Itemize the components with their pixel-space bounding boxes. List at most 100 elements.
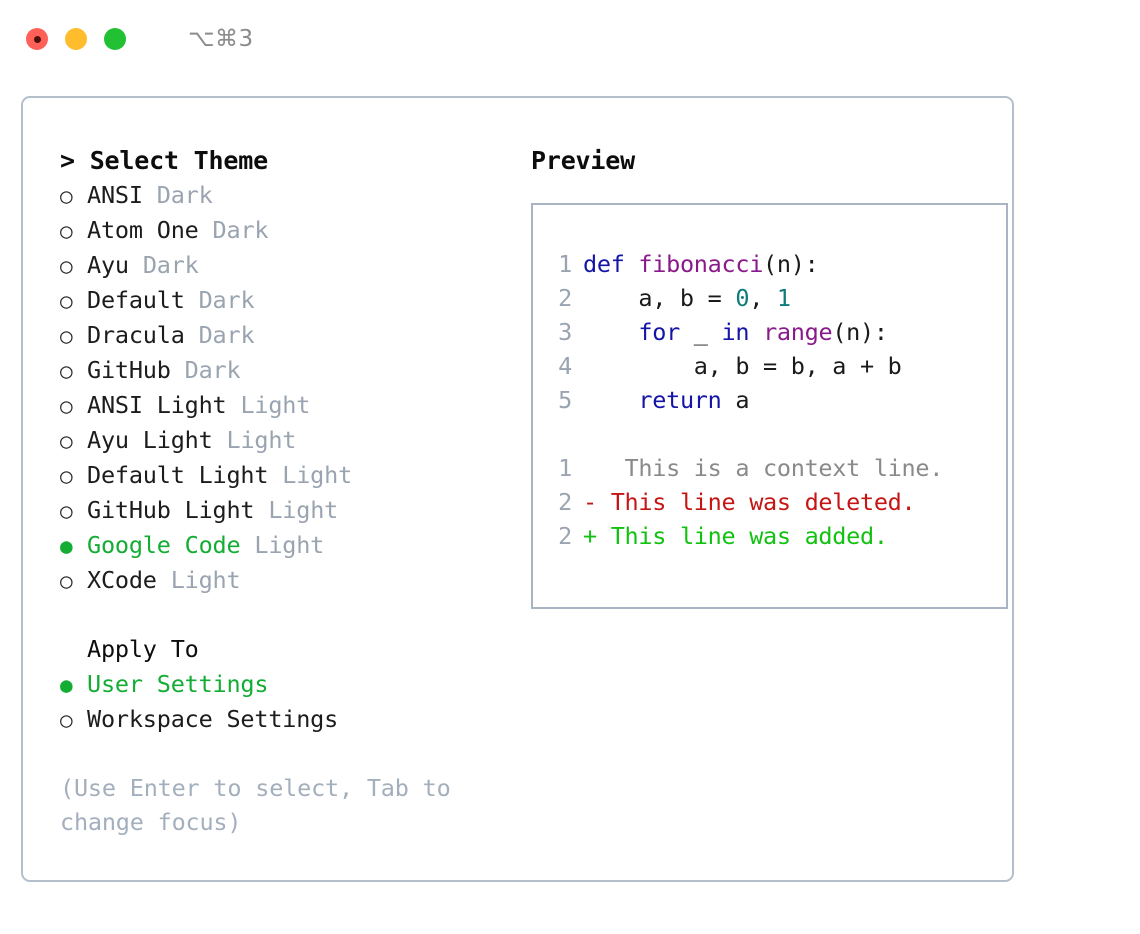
diff-line-context: 1 This is a context line. [551, 451, 1006, 485]
theme-option-list: ○ ANSI Dark ○ Atom One Dark ○ Ayu [60, 178, 507, 598]
theme-option-xcode[interactable]: ○ XCode Light [60, 563, 507, 598]
token-plain: a, b = [583, 284, 736, 312]
radio-unselected-icon: ○ [60, 324, 73, 348]
radio-unselected-icon: ○ [60, 429, 73, 453]
code-blank-line [551, 417, 1006, 451]
line-number: 1 [558, 454, 572, 482]
theme-option-ayu[interactable]: ○ Ayu Dark [60, 248, 507, 283]
token-function: fibonacci [638, 250, 764, 278]
hint-spacer [60, 737, 507, 771]
theme-selector-column: > Select Theme ○ ANSI Dark ○ Atom One Da… [37, 144, 507, 880]
diff-text: This line was deleted. [596, 488, 916, 516]
code-content: return a [583, 383, 749, 417]
line-number: 2 [558, 488, 572, 516]
token-keyword: def [583, 250, 639, 278]
radio-selected-icon: ● [60, 673, 73, 697]
apply-to-option-list: ● User Settings ○ Workspace Settings [60, 667, 507, 737]
theme-option-kind: Light [268, 496, 339, 524]
theme-option-label: Dracula [87, 321, 185, 349]
theme-option-github-light[interactable]: ○ GitHub Light Light [60, 493, 507, 528]
token-plain: _ [679, 318, 722, 346]
select-theme-heading: > Select Theme [60, 146, 268, 175]
theme-option-ansi-light[interactable]: ○ ANSI Light Light [60, 388, 507, 423]
code-content: for _ in range(n): [583, 315, 888, 349]
theme-option-label: ANSI Light [87, 391, 227, 419]
code-line: 3 for _ in range(n): [551, 315, 1006, 349]
radio-unselected-icon: ○ [60, 394, 73, 418]
token-plain [583, 318, 638, 346]
radio-unselected-icon: ○ [60, 254, 73, 278]
apply-option-label: Workspace Settings [87, 705, 339, 733]
diff-line-added: 2 + This line was added. [551, 519, 1006, 553]
code-preview-box: 1 def fibonacci(n): 2 a, b = 0, 1 3 for … [531, 203, 1008, 609]
line-number: 3 [558, 318, 572, 346]
code-line: 4 a, b = b, a + b [551, 349, 1006, 383]
radio-unselected-icon: ○ [60, 464, 73, 488]
line-number: 4 [558, 352, 572, 380]
theme-option-kind: Light [226, 426, 297, 454]
theme-option-kind: Dark [198, 286, 255, 314]
theme-option-label: Atom One [87, 216, 199, 244]
apply-option-workspace-settings[interactable]: ○ Workspace Settings [60, 702, 507, 737]
apply-option-label: User Settings [87, 670, 269, 698]
radio-unselected-icon: ○ [60, 708, 73, 732]
apply-option-user-settings[interactable]: ● User Settings [60, 667, 507, 702]
theme-option-dracula[interactable]: ○ Dracula Dark [60, 318, 507, 353]
radio-unselected-icon: ○ [60, 499, 73, 523]
apply-to-label: Apply To [87, 635, 199, 663]
traffic-light-group [26, 28, 126, 50]
code-line: 5 return a [551, 383, 1006, 417]
theme-option-default-light[interactable]: ○ Default Light Light [60, 458, 507, 493]
theme-option-kind: Light [254, 531, 325, 559]
keyboard-shortcut-label: ⌥⌘3 [188, 26, 254, 52]
code-content: def fibonacci(n): [583, 247, 819, 281]
diff-line-deleted: 2 - This line was deleted. [551, 485, 1006, 519]
preview-heading: Preview [531, 146, 635, 175]
keyboard-hint-text: (Use Enter to select, Tab to change focu… [60, 774, 451, 836]
token-keyword: for [638, 318, 680, 346]
line-number: 1 [558, 250, 572, 278]
line-number: 2 [558, 522, 572, 550]
diff-marker [583, 451, 597, 485]
token-function: range [763, 318, 833, 346]
token-number: 1 [776, 284, 791, 312]
theme-option-kind: Light [282, 461, 353, 489]
token-number: 0 [735, 284, 750, 312]
maximize-button[interactable] [104, 28, 126, 50]
radio-unselected-icon: ○ [60, 359, 73, 383]
title-bar: ⌥⌘3 [0, 0, 1140, 78]
close-button[interactable] [26, 28, 48, 50]
theme-option-default[interactable]: ○ Default Dark [60, 283, 507, 318]
theme-option-google-code[interactable]: ● Google Code Light [60, 528, 507, 563]
code-line: 2 a, b = 0, 1 [551, 281, 1006, 315]
radio-unselected-icon: ○ [60, 569, 73, 593]
theme-option-kind: Dark [212, 216, 269, 244]
theme-option-atom-one[interactable]: ○ Atom One Dark [60, 213, 507, 248]
code-line: 1 def fibonacci(n): [551, 247, 1006, 281]
radio-unselected-icon: ○ [60, 289, 73, 313]
code-content: a, b = 0, 1 [583, 281, 791, 315]
theme-option-ansi[interactable]: ○ ANSI Dark [60, 178, 507, 213]
theme-option-kind: Light [240, 391, 311, 419]
minimize-button[interactable] [65, 28, 87, 50]
theme-option-kind: Dark [142, 251, 199, 279]
content-panel: > Select Theme ○ ANSI Dark ○ Atom One Da… [21, 96, 1014, 882]
theme-option-ayu-light[interactable]: ○ Ayu Light Light [60, 423, 507, 458]
diff-marker: - [583, 488, 597, 516]
line-number: 5 [558, 386, 572, 414]
token-plain: (n): [763, 250, 819, 278]
theme-option-kind: Dark [184, 356, 241, 384]
token-plain: a [721, 386, 750, 414]
theme-option-label: Default Light [87, 461, 269, 489]
token-keyword: return [638, 386, 722, 414]
theme-option-label: Google Code [87, 531, 241, 559]
theme-option-kind: Dark [198, 321, 255, 349]
code-content: a, b = b, a + b [583, 349, 902, 383]
theme-option-github[interactable]: ○ GitHub Dark [60, 353, 507, 388]
theme-option-label: XCode [87, 566, 157, 594]
token-plain [749, 318, 763, 346]
theme-option-label: ANSI [87, 181, 143, 209]
radio-unselected-icon: ○ [60, 184, 73, 208]
theme-option-kind: Light [170, 566, 241, 594]
